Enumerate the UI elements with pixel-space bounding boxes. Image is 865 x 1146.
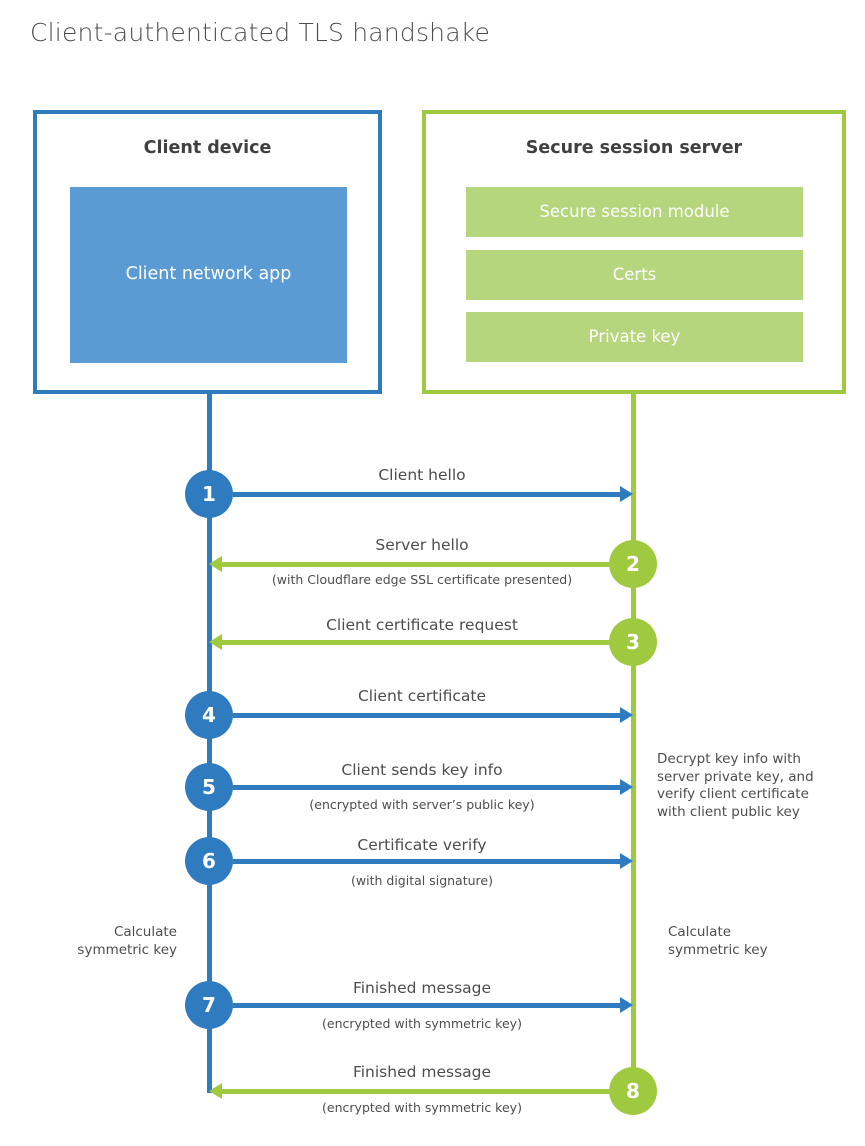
step-number: 6 — [202, 849, 216, 873]
step-circle-2: 2 — [609, 540, 657, 588]
arrowhead-left-icon — [209, 634, 222, 650]
client-network-app-label: Client network app — [125, 264, 292, 285]
message-label: Client sends key info — [341, 761, 503, 779]
arrow-shaft — [233, 785, 621, 790]
message-subtext: (encrypted with symmetric key) — [322, 1016, 522, 1031]
arrowhead-right-icon — [620, 707, 633, 723]
arrow-shaft — [233, 859, 621, 864]
step-circle-1: 1 — [185, 470, 233, 518]
server-module-secure-session-module: Secure session module — [466, 187, 803, 237]
server-lifeline — [631, 392, 636, 1092]
message-label: Certificate verify — [357, 836, 487, 854]
step-number: 3 — [626, 630, 640, 654]
page-title: Client-authenticated TLS handshake — [30, 18, 491, 47]
arrow-shaft — [222, 640, 609, 645]
step-circle-3: 3 — [609, 618, 657, 666]
message-subtext: (with digital signature) — [351, 873, 493, 888]
calculate-symmetric-key-note-client: Calculate symmetric key — [77, 924, 177, 958]
message-subtext: (with Cloudflare edge SSL certificate pr… — [271, 572, 573, 587]
arrowhead-left-icon — [209, 556, 222, 572]
secure-session-server-title: Secure session server — [525, 138, 743, 158]
calculate-symmetric-key-note-server: Calculate symmetric key — [668, 924, 768, 958]
arrowhead-right-icon — [620, 853, 633, 869]
step-number: 5 — [202, 775, 216, 799]
arrow-shaft — [233, 492, 621, 497]
step-number: 2 — [626, 552, 640, 576]
message-label: Client hello — [378, 466, 466, 484]
decrypt-note: Decrypt key info with server private key… — [657, 751, 814, 820]
message-label: Finished message — [352, 1063, 492, 1081]
step-number: 4 — [202, 703, 216, 727]
client-device-title: Client device — [143, 138, 272, 158]
arrow-shaft — [222, 1089, 609, 1094]
step-circle-8: 8 — [609, 1067, 657, 1115]
step-number: 8 — [626, 1079, 640, 1103]
message-label: Server hello — [375, 536, 469, 554]
step-number: 1 — [202, 482, 216, 506]
arrow-shaft — [222, 562, 609, 567]
message-label: Client certificate request — [326, 616, 518, 634]
step-circle-4: 4 — [185, 691, 233, 739]
arrowhead-left-icon — [209, 1083, 222, 1099]
message-subtext: (encrypted with symmetric key) — [322, 1100, 522, 1115]
client-network-app-box: Client network app — [70, 187, 347, 363]
arrowhead-right-icon — [620, 997, 633, 1013]
step-circle-5: 5 — [185, 763, 233, 811]
client-lifeline — [207, 392, 212, 1093]
server-module-private-key: Private key — [466, 312, 803, 362]
arrowhead-right-icon — [620, 486, 633, 502]
arrow-shaft — [233, 713, 621, 718]
arrow-shaft — [233, 1003, 621, 1008]
server-module-certs: Certs — [466, 250, 803, 300]
message-label: Client certificate — [357, 687, 486, 705]
message-subtext: (encrypted with server’s public key) — [309, 797, 535, 812]
step-circle-6: 6 — [185, 837, 233, 885]
arrowhead-right-icon — [620, 779, 633, 795]
message-label: Finished message — [352, 979, 492, 997]
step-circle-7: 7 — [185, 981, 233, 1029]
step-number: 7 — [202, 993, 216, 1017]
